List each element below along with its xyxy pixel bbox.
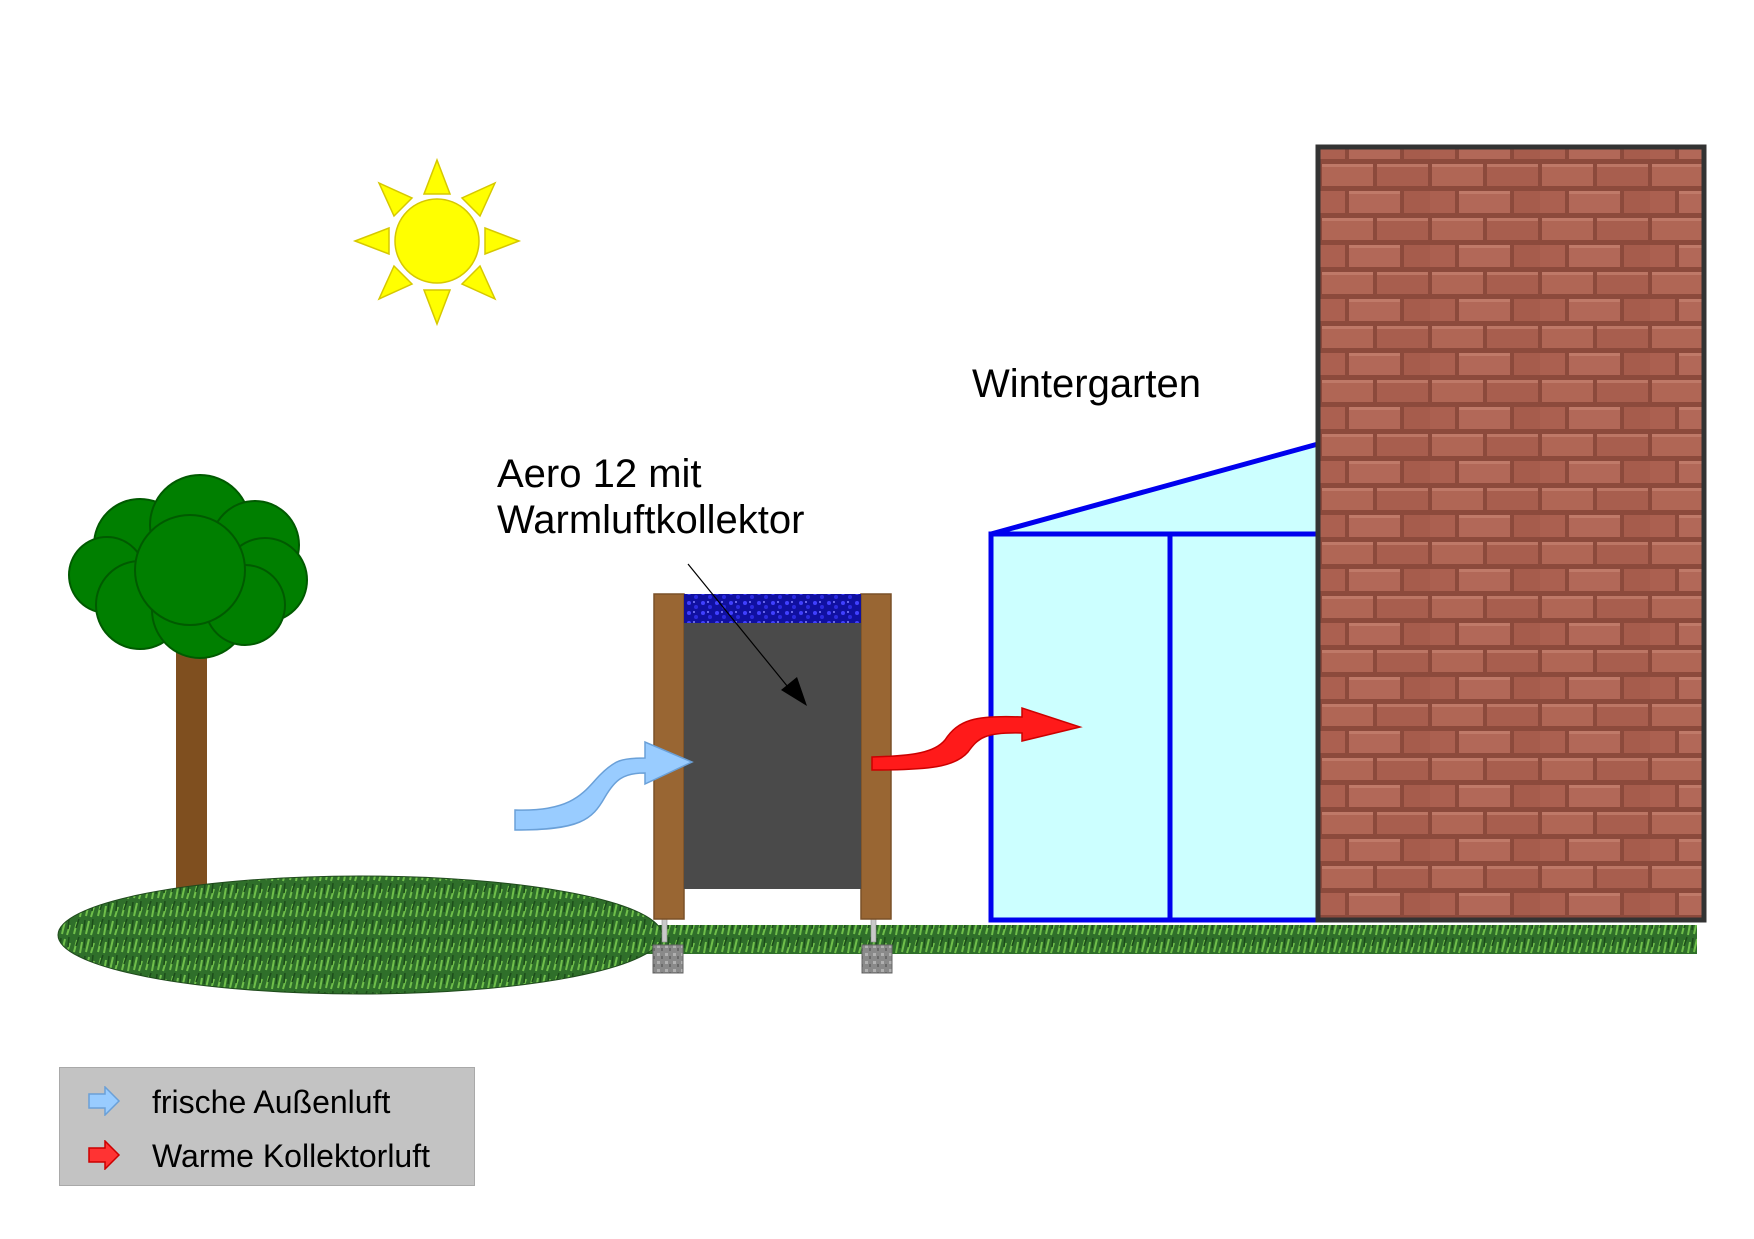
ground-strip <box>640 925 1697 954</box>
pointer-arrow <box>687 563 807 706</box>
tree-icon <box>68 474 308 898</box>
lawn-ellipse <box>57 875 663 995</box>
air-collector <box>653 593 892 920</box>
legend: frische Außenluft Warme Kollektorluft <box>59 1067 475 1186</box>
legend-label: Warme Kollektorluft <box>152 1138 430 1174</box>
wintergarten-label: Wintergarten <box>972 362 1201 406</box>
arrow-right-icon <box>88 1086 121 1116</box>
arrow-right-icon <box>88 1140 121 1170</box>
collector-label-line1: Aero 12 mit <box>497 452 702 496</box>
legend-label: frische Außenluft <box>152 1084 391 1120</box>
legend-item-fresh-air: frische Außenluft <box>60 1080 474 1124</box>
fresh-air-arrow <box>514 740 694 831</box>
sun-icon <box>352 157 522 327</box>
brick-wall <box>1315 144 1707 923</box>
greenhouse <box>988 441 1321 923</box>
legend-item-warm-air: Warme Kollektorluft <box>60 1134 474 1178</box>
collector-label-line2: Warmluftkollektor <box>497 498 805 542</box>
warm-air-arrow <box>871 706 1083 771</box>
